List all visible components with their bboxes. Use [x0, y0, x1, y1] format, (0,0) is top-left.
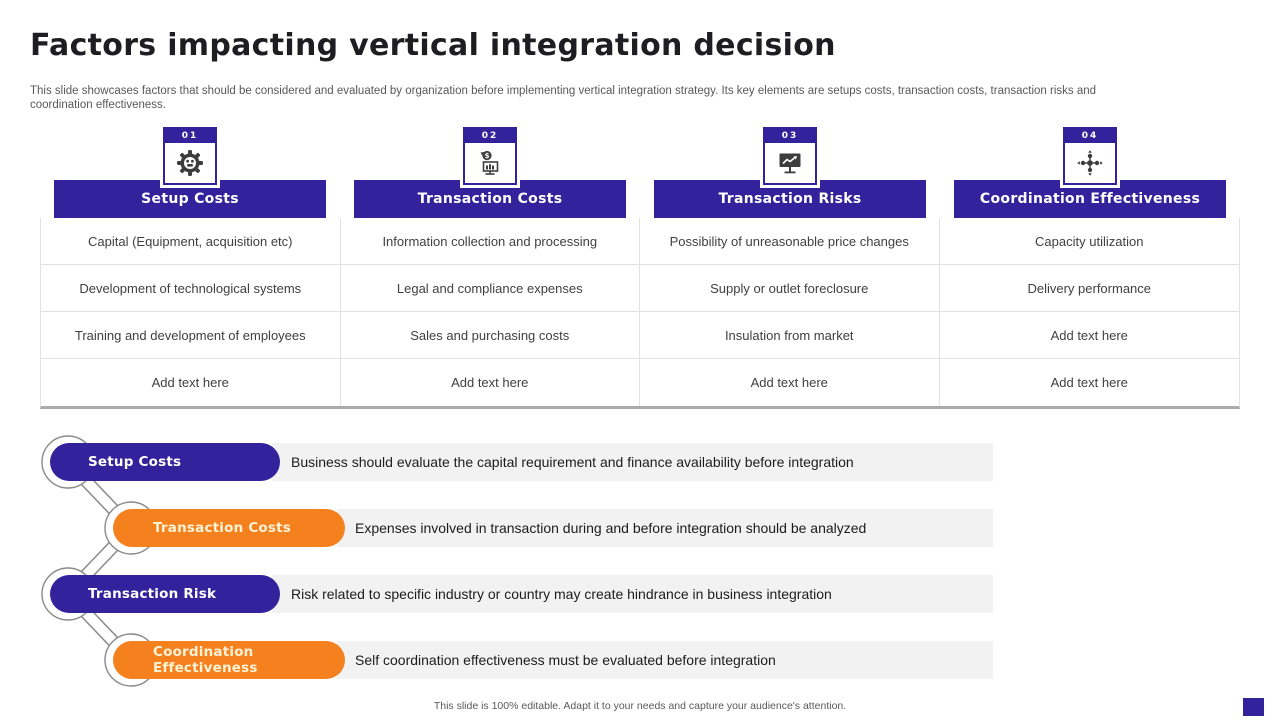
money-transfer-icon: $	[475, 143, 505, 183]
column-transaction-risks: Transaction Risks 03	[640, 127, 940, 218]
factor-pill-label: Coordination Effectiveness	[153, 644, 258, 676]
factor-row: Setup Costs Business should evaluate the…	[0, 443, 993, 481]
table-cell: Information collection and processing	[340, 218, 640, 265]
table-cell: Training and development of employees	[41, 312, 341, 359]
corner-accent-square	[1243, 698, 1264, 716]
table-cell: Legal and compliance expenses	[340, 265, 640, 312]
factor-description-bar	[337, 509, 993, 547]
icon-box: 02 $	[463, 127, 517, 185]
factor-columns: Setup Costs 01	[40, 127, 1240, 218]
factor-pill-label: Setup Costs	[88, 454, 182, 470]
svg-text:$: $	[485, 152, 490, 160]
table-cell: Capital (Equipment, acquisition etc)	[41, 218, 341, 265]
column-transaction-costs: Transaction Costs 02	[340, 127, 640, 218]
icon-box: 01	[163, 127, 217, 185]
column-title: Coordination Effectiveness	[979, 191, 1201, 207]
factor-description: Business should evaluate the capital req…	[291, 454, 854, 470]
table-cell[interactable]: Add text here	[939, 312, 1239, 359]
column-number-badge: 01	[165, 129, 215, 143]
table-cell: Capacity utilization	[939, 218, 1239, 265]
column-title: Setup Costs	[141, 191, 239, 207]
slide-subtitle: This slide showcases factors that should…	[30, 85, 1097, 111]
column-number-badge: 03	[765, 129, 815, 143]
gear-icon	[175, 143, 205, 183]
column-setup-costs: Setup Costs 01	[40, 127, 340, 218]
column-title: Transaction Costs	[417, 191, 563, 207]
factor-pill: Transaction Costs	[113, 509, 345, 547]
factor-row: Transaction Costs Expenses involved in t…	[0, 509, 993, 547]
factor-pill: Transaction Risk	[50, 575, 280, 613]
column-title-banner: Transaction Risks	[654, 180, 926, 218]
icon-box: 04	[1063, 127, 1117, 185]
table-cell: Sales and purchasing costs	[340, 312, 640, 359]
factor-pill-label: Transaction Risk	[88, 586, 217, 602]
column-title-banner: Setup Costs	[54, 180, 326, 218]
table-cell: Supply or outlet foreclosure	[640, 265, 940, 312]
factor-description: Self coordination effectiveness must be …	[355, 652, 776, 668]
table-cell: Development of technological systems	[41, 265, 341, 312]
factor-pill: Setup Costs	[50, 443, 280, 481]
factor-pill-label: Transaction Costs	[153, 520, 292, 536]
column-title-banner: Coordination Effectiveness	[954, 180, 1226, 218]
factor-description: Risk related to specific industry or cou…	[291, 586, 832, 602]
factor-description: Expenses involved in transaction during …	[355, 520, 867, 536]
table-cell-placeholder[interactable]: Add text here	[41, 359, 341, 406]
factor-description-bar	[272, 443, 993, 481]
factor-description-bar	[337, 641, 993, 679]
column-number-badge: 02	[465, 129, 515, 143]
factor-pill: Coordination Effectiveness	[113, 641, 345, 679]
chart-monitor-icon	[775, 143, 805, 183]
column-coordination-effectiveness: Coordination Effectiveness 04	[940, 127, 1240, 218]
page-title: Factors impacting vertical integration d…	[30, 28, 836, 63]
column-title-banner: Transaction Costs	[354, 180, 626, 218]
column-title: Transaction Risks	[718, 191, 862, 207]
column-number-badge: 04	[1065, 129, 1115, 143]
table-cell: Possibility of unreasonable price change…	[640, 218, 940, 265]
table-cell-placeholder[interactable]: Add text here	[1050, 375, 1128, 390]
table-cell-placeholder[interactable]: Add text here	[640, 359, 940, 406]
factors-table: Capital (Equipment, acquisition etc) Inf…	[40, 218, 1240, 409]
factor-description-bar	[272, 575, 993, 613]
coordination-network-icon	[1075, 143, 1105, 183]
table-cell: Delivery performance	[939, 265, 1239, 312]
icon-box: 03	[763, 127, 817, 185]
factor-row: Coordination Effectiveness Self coordina…	[0, 641, 993, 679]
table-cell[interactable]: Insulation from market	[640, 312, 940, 359]
footer-note: This slide is 100% editable. Adapt it to…	[433, 700, 847, 712]
table-cell-placeholder[interactable]: Add text here	[341, 359, 640, 406]
factor-row: Transaction Risk Risk related to specifi…	[0, 575, 993, 613]
